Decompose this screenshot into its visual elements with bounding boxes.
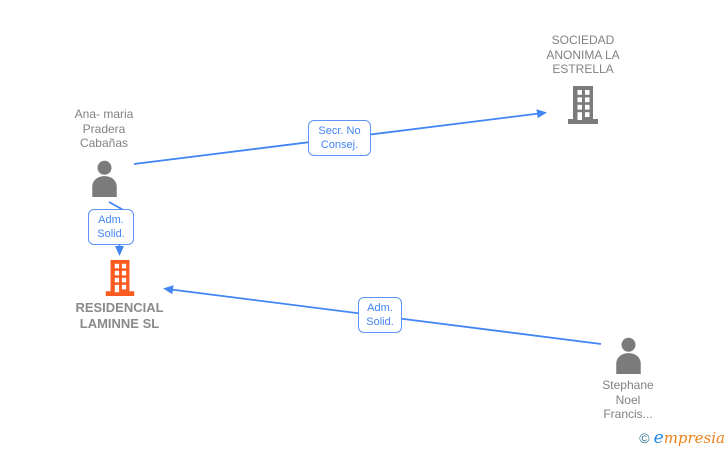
node-sociedad-anonima-la-estrella[interactable]: SOCIEDAD ANONIMA LA ESTRELLA [523, 33, 643, 124]
edge-label-adm-solid-1: Adm. Solid. [88, 209, 134, 245]
node-residencial-laminne-sl[interactable]: RESIDENCIAL LAMINNE SL [57, 260, 182, 332]
edge-label-adm-solid-2: Adm. Solid. [358, 297, 402, 333]
node-label: RESIDENCIAL LAMINNE SL [75, 300, 164, 331]
person-icon [87, 160, 122, 197]
node-ana-maria-pradera-cabanas[interactable]: Ana- maria Pradera Cabañas [44, 107, 164, 197]
node-label: SOCIEDAD ANONIMA LA ESTRELLA [546, 33, 620, 76]
edge-label-secr-no-consej: Secr. No Consej. [308, 120, 371, 156]
copyright-icon: © [639, 430, 650, 446]
brand-rest-text: mpresia [663, 429, 725, 447]
node-stephane-noel-francis[interactable]: Stephane Noel Francis... [568, 337, 688, 422]
empresia-logo[interactable]: ©empresia [639, 428, 725, 448]
brand-first-letter: e [653, 428, 664, 448]
node-label: Stephane Noel Francis... [602, 378, 654, 421]
company-building-icon [563, 85, 603, 124]
person-icon [611, 337, 646, 374]
node-label: Ana- maria Pradera Cabañas [74, 107, 134, 150]
company-building-icon [101, 260, 139, 296]
